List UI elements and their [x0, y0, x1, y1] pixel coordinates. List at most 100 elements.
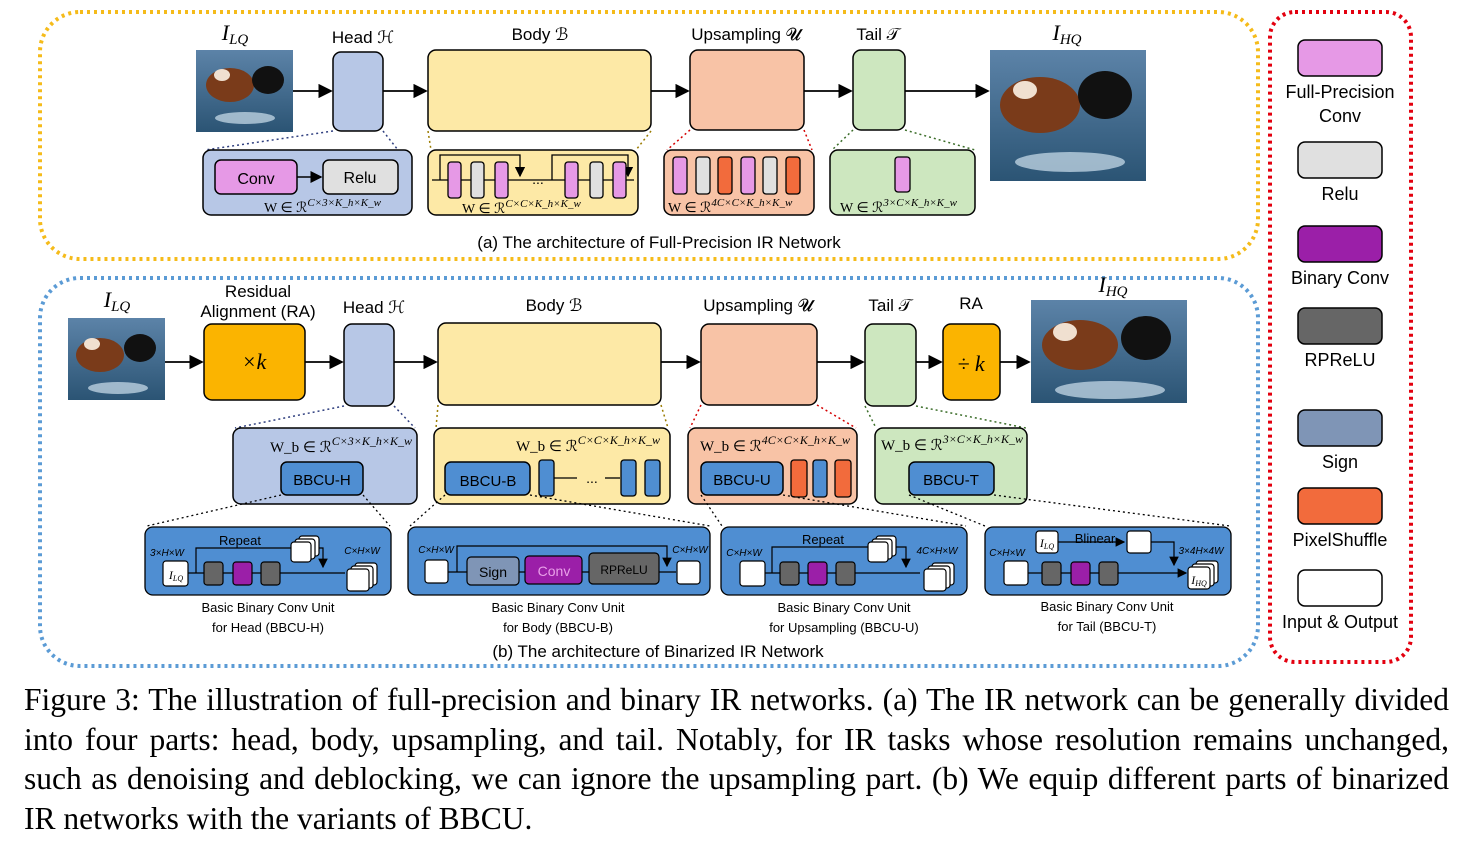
legend-swatch-6: [1297, 569, 1383, 607]
bottom-zoom-connectors: [234, 404, 1027, 429]
rprelu-chip: [588, 552, 660, 585]
svg-text:Blinear: Blinear: [1075, 531, 1116, 546]
bottom-head-weight: W_b ∈ ℛC×3×K_h×K_w: [270, 434, 412, 456]
top-input-image: [196, 50, 293, 132]
figure-caption: Figure 3: The illustration of full-preci…: [24, 682, 1449, 836]
top-output-label: IHQ: [1052, 20, 1082, 48]
top-output-image: [990, 50, 1146, 181]
legend-label-1: Relu: [1321, 184, 1358, 204]
sign-chip: [466, 556, 520, 586]
bottom-body-block: [437, 322, 662, 406]
svg-text:4C×H×W: 4C×H×W: [916, 546, 959, 557]
bottom-tail-detail: W_b ∈ ℛ3×C×K_h×K_w BBCU-T: [874, 427, 1028, 505]
svg-text:RPReLU: RPReLU: [600, 563, 647, 577]
bottom-body-detail: W_b ∈ ℛC×C×K_h×K_w BBCU-B ...: [433, 427, 671, 505]
svg-text:Sign: Sign: [479, 564, 507, 580]
ra-label-line2: Alignment (RA): [200, 302, 315, 321]
binary-conv-chip: [524, 555, 583, 585]
svg-text:Repeat: Repeat: [802, 532, 844, 547]
svg-text:for Body (BBCU-B): for Body (BBCU-B): [503, 620, 613, 635]
bbcu-t-chip: [908, 461, 995, 496]
top-head-weight: W ∈ ℛC×3×K_h×K_w: [264, 197, 382, 216]
legend-label-0: Full-Precision: [1285, 82, 1394, 102]
top-head-relu-label: Relu: [344, 170, 377, 187]
bottom-upsampling-title: Upsampling 𝓤: [703, 296, 815, 315]
legend-label-4: Sign: [1322, 452, 1358, 472]
svg-text:Basic Binary Conv Unit: Basic Binary Conv Unit: [492, 600, 625, 615]
svg-text:C×H×W: C×H×W: [989, 548, 1026, 559]
top-head-title: Head ℋ: [332, 28, 394, 47]
top-body-title: Body ℬ: [512, 25, 569, 44]
svg-text:for Head (BBCU-H): for Head (BBCU-H): [212, 620, 324, 635]
top-tail-block: [852, 49, 906, 131]
svg-text:...: ...: [586, 470, 598, 486]
legend-label-2: Binary Conv: [1291, 268, 1389, 288]
bbcu-u-unit: Repeat C×H×W 4C×H×W Basic Binary Conv Un…: [720, 526, 968, 635]
ra-divide-op: ÷ k: [957, 351, 986, 376]
legend-label-3: RPReLU: [1304, 350, 1375, 370]
bottom-tail-block: [864, 323, 917, 407]
bottom-upsampling-block: [700, 323, 818, 406]
bottom-input-label: ILQ: [103, 287, 131, 315]
svg-text:3×4H×4W: 3×4H×4W: [1178, 546, 1225, 557]
bottom-output-image: [1031, 300, 1187, 403]
top-upsampling-title: Upsampling 𝓤: [691, 25, 803, 44]
svg-text:3×H×W: 3×H×W: [150, 548, 185, 559]
top-tail-detail: W ∈ ℛ3×C×K_h×K_w: [829, 149, 976, 216]
bbcu-u-chip: [700, 461, 784, 496]
unit-zoom-connectors: [146, 494, 1231, 527]
bottom-upsampling-weight: W_b ∈ ℛ4C×C×K_h×K_w: [700, 433, 850, 455]
bottom-upsampling-detail: W_b ∈ ℛ4C×C×K_h×K_w BBCU-U: [687, 427, 858, 505]
legend-swatch-0: [1297, 39, 1383, 77]
bottom-tail-title: Tail 𝒯: [868, 296, 913, 315]
svg-text:Repeat: Repeat: [219, 533, 261, 548]
bottom-body-title: Body ℬ: [526, 296, 583, 315]
top-zoom-connectors: [204, 129, 976, 151]
svg-text:BBCU-H: BBCU-H: [293, 472, 351, 489]
svg-text:Basic Binary Conv Unit: Basic Binary Conv Unit: [202, 600, 335, 615]
legend-label-0: Conv: [1319, 106, 1361, 126]
top-upsampling-block: [689, 49, 805, 131]
svg-text:Conv: Conv: [538, 563, 571, 579]
legend-swatch-1: [1297, 141, 1383, 179]
legend-swatch-5: [1297, 487, 1383, 525]
svg-text:C×H×W: C×H×W: [344, 546, 381, 557]
svg-text:C×H×W: C×H×W: [672, 545, 709, 556]
legend-swatch-4: [1297, 409, 1383, 447]
svg-text:...: ...: [532, 171, 544, 187]
svg-text:for Upsampling (BBCU-U): for Upsampling (BBCU-U): [769, 620, 919, 635]
top-head-detail: Conv Relu W ∈ ℛC×3×K_h×K_w: [202, 149, 413, 216]
ra-label-line1: Residual: [225, 282, 291, 301]
bottom-body-weight: W_b ∈ ℛC×C×K_h×K_w: [516, 433, 660, 455]
bbcu-b-unit: C×H×W C×H×W Sign Conv RPReLU Basic Binar…: [407, 526, 711, 635]
top-head-conv-label: Conv: [237, 171, 274, 188]
svg-text:for Tail (BBCU-T): for Tail (BBCU-T): [1058, 619, 1157, 634]
bottom-head-block: [343, 323, 395, 407]
top-caption: (a) The architecture of Full-Precision I…: [477, 233, 841, 252]
svg-text:C×H×W: C×H×W: [418, 545, 455, 556]
bbcu-t-unit: Blinear C×H×W 3×4H×4W ILQ IHQ Basic Bina…: [984, 526, 1232, 634]
top-body-weight: W ∈ ℛC×C×K_h×K_w: [462, 198, 581, 217]
svg-text:BBCU-U: BBCU-U: [713, 472, 771, 489]
svg-text:BBCU-T: BBCU-T: [923, 472, 979, 489]
bottom-tail-weight: W_b ∈ ℛ3×C×K_h×K_w: [881, 432, 1023, 454]
binarized-frame: [38, 276, 1260, 668]
svg-text:C×H×W: C×H×W: [726, 548, 763, 559]
svg-text:Basic Binary Conv Unit: Basic Binary Conv Unit: [778, 600, 911, 615]
bottom-head-title: Head ℋ: [343, 298, 405, 317]
legend-label-5: PixelShuffle: [1293, 530, 1388, 550]
bbcu-h-unit: Repeat 3×H×W C×H×W ILQ Basic Binary Conv…: [144, 526, 392, 635]
bbcu-b-chip: [444, 461, 531, 496]
legend-swatch-2: [1297, 225, 1383, 263]
top-tail-title: Tail 𝒯: [856, 25, 901, 44]
bbcu-h-chip: [280, 461, 364, 496]
bottom-input-image: [68, 318, 165, 400]
architecture-diagram: ILQ IHQ Head ℋ Body ℬ Upsampling 𝓤 Tail …: [38, 10, 1413, 668]
top-head-relu: [322, 159, 399, 195]
svg-text:Basic Binary Conv Unit: Basic Binary Conv Unit: [1041, 599, 1174, 614]
bottom-caption: (b) The architecture of Binarized IR Net…: [492, 642, 824, 661]
bottom-head-detail: W_b ∈ ℛC×3×K_h×K_w BBCU-H: [232, 427, 418, 505]
top-input-label: ILQ: [221, 20, 249, 48]
ra-out-title: RA: [959, 294, 983, 313]
